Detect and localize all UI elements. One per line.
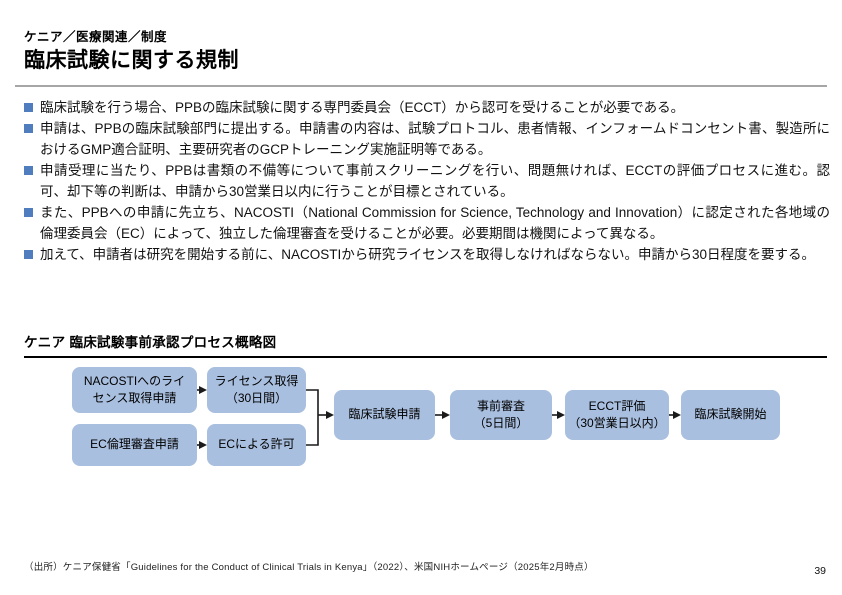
flow-box-nacosti-license-application: NACOSTIへのライ センス取得申請 (72, 367, 197, 413)
flow-connectors (197, 386, 681, 449)
flow-box-line: ライセンス取得 (214, 373, 299, 388)
flow-box-license-acquired: ライセンス取得 （30日間） (207, 367, 306, 413)
bracket-merge-connector (306, 389, 319, 446)
bullet-text: また、PPBへの申請に先立ち、NACOSTI（National Commissi… (40, 205, 830, 241)
flow-box-line: 事前審査 (476, 398, 525, 413)
bullet-square-icon (24, 250, 33, 259)
flow-box-ec-approval: ECによる許可 (207, 424, 306, 466)
flow-box-line: （30日間） (225, 391, 288, 405)
flow-box-ecct-evaluation: ECCT評価 （30営業日以内） (565, 390, 669, 440)
flow-box-line: センス取得申請 (92, 391, 177, 405)
flow-box-clinical-trial-start: 臨床試験開始 (681, 390, 780, 440)
bullet-text: 申請は、PPBの臨床試験部門に提出する。申請書の内容は、試験プロトコル、患者情報… (40, 121, 830, 157)
bullet-item: 加えて、申請者は研究を開始する前に、NACOSTIから研究ライセンスを取得しなけ… (24, 244, 830, 265)
bullet-item: また、PPBへの申請に先立ち、NACOSTI（National Commissi… (24, 202, 830, 244)
diagram-heading: ケニア 臨床試験事前承認プロセス概略図 (24, 331, 827, 358)
bullet-square-icon (24, 166, 33, 175)
bullet-square-icon (24, 124, 33, 133)
flow-box-line: （5日間） (473, 416, 529, 430)
bullet-text: 加えて、申請者は研究を開始する前に、NACOSTIから研究ライセンスを取得しなけ… (40, 247, 815, 262)
flow-box-line: （30営業日以内） (568, 416, 666, 430)
flow-box-line: 臨床試験申請 (348, 407, 421, 422)
page-number: 39 (814, 565, 826, 577)
bullet-text: 臨床試験を行う場合、PPBの臨床試験に関する専門委員会（ECCT）から認可を受け… (40, 100, 685, 115)
source-note: （出所）ケニア保健省「Guidelines for the Conduct of… (24, 562, 594, 573)
flow-box-line: ECCT評価 (588, 398, 646, 413)
bullet-square-icon (24, 103, 33, 112)
flow-box-line: EC倫理審査申請 (90, 437, 179, 452)
flow-box-line: ECによる許可 (218, 437, 295, 452)
flow-box-clinical-trial-application: 臨床試験申請 (334, 390, 435, 440)
flow-box-line: 臨床試験開始 (694, 407, 767, 422)
bullet-item: 臨床試験を行う場合、PPBの臨床試験に関する専門委員会（ECCT）から認可を受け… (24, 97, 830, 118)
flow-box-pre-screening: 事前審査 （5日間） (450, 390, 552, 440)
bullet-text: 申請受理に当たり、PPBは書類の不備等について事前スクリーニングを行い、問題無け… (40, 163, 830, 199)
flow-box-line: NACOSTIへのライ (83, 373, 186, 388)
bullet-item: 申請受理に当たり、PPBは書類の不備等について事前スクリーニングを行い、問題無け… (24, 160, 830, 202)
breadcrumb-category: ケニア／医療関連／制度 (24, 30, 168, 44)
process-flow-diagram: NACOSTIへのライ センス取得申請 ライセンス取得 （30日間） EC倫理審… (0, 360, 842, 475)
flow-box-ec-ethics-review-application: EC倫理審査申請 (72, 424, 197, 466)
header-divider (15, 85, 827, 87)
bullet-square-icon (24, 208, 33, 217)
bullet-list: 臨床試験を行う場合、PPBの臨床試験に関する専門委員会（ECCT）から認可を受け… (24, 97, 830, 265)
bullet-item: 申請は、PPBの臨床試験部門に提出する。申請書の内容は、試験プロトコル、患者情報… (24, 118, 830, 160)
page-title: 臨床試験に関する規制 (24, 49, 239, 72)
